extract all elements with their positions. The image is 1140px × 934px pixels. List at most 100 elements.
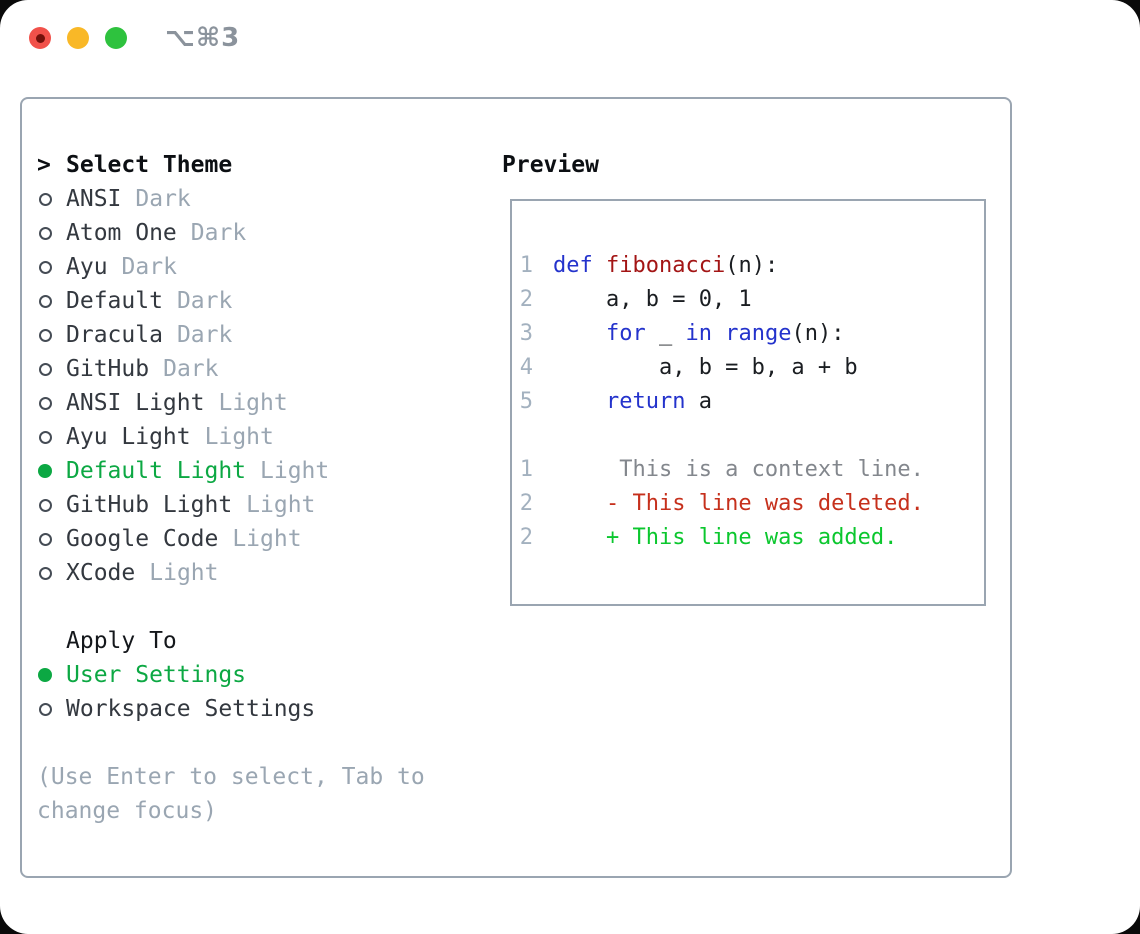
select-theme-title: Select Theme [66,152,233,178]
theme-variant-badge: Light [218,390,288,416]
apply-to-header: Apply To [37,624,502,658]
theme-variant-badge: Light [232,526,302,552]
code-line: 5 return a [519,385,984,419]
radio-icon [37,702,66,716]
code-text: return a [605,389,712,414]
theme-item-ansi-light[interactable]: ANSI Light Light [37,386,502,420]
code-line: 3 for _ in range(n): [519,317,984,351]
record-dot-icon [35,33,45,43]
line-number: 4 [519,355,533,380]
theme-variant-badge: Dark [135,186,191,212]
theme-item-atom-one[interactable]: Atom One Dark [37,216,502,250]
code-text: for _ in range(n): [605,321,845,346]
line-number: 2 [519,491,533,516]
theme-item-label: ANSI Light [66,390,205,416]
radio-selected-icon [37,668,66,682]
line-number: 2 [519,525,533,550]
radio-icon [37,396,66,410]
theme-item-label: GitHub [66,356,150,382]
theme-item-ansi[interactable]: ANSI Dark [37,182,502,216]
close-button[interactable] [29,27,51,49]
code-line: 1 def fibonacci(n): [519,249,984,283]
theme-item-ayu[interactable]: Ayu Dark [37,250,502,284]
select-theme-header: > Select Theme [37,148,502,182]
theme-variant-badge: Dark [163,356,219,382]
theme-variant-badge: Dark [176,322,233,348]
theme-item-google-code[interactable]: Google Code Light [37,522,502,556]
line-number: 2 [519,287,533,312]
apply-option-label: Workspace Settings [66,696,316,722]
code-line: 4 a, b = b, a + b [519,351,984,385]
minimize-button[interactable] [67,27,89,49]
theme-variant-badge: Dark [176,288,233,314]
radio-icon [37,532,66,546]
line-number [519,419,533,453]
theme-variant-badge: Dark [190,220,247,246]
code-line: 1 This is a context line. [519,453,984,487]
theme-item-label: ANSI [66,186,122,212]
theme-variant-badge: Light [204,424,274,450]
theme-item-label: Dracula [66,322,163,348]
apply-to-title: Apply To [66,628,177,654]
theme-item-default-light[interactable]: Default Light Light [37,454,502,488]
preview-title: Preview [502,152,599,178]
radio-icon [37,430,66,444]
theme-item-label: Default [66,288,163,314]
theme-variant-badge: Light [246,492,316,518]
hint-text: (Use Enter to select, Tab to change focu… [37,764,425,824]
code-text: + This line was added. [553,525,898,550]
theme-variant-badge: Light [149,560,219,586]
line-number: 5 [519,389,533,414]
theme-item-label: Default Light [66,458,247,484]
radio-icon [37,260,66,274]
titlebar: ⌥⌘3 [29,23,240,53]
code-text: - This line was deleted. [553,491,924,516]
apply-option-user-settings[interactable]: User Settings [37,658,502,692]
code-line [519,419,984,453]
theme-variant-badge: Dark [121,254,177,280]
theme-item-default[interactable]: Default Dark [37,284,502,318]
line-number: 1 [519,457,533,482]
apply-option-workspace-settings[interactable]: Workspace Settings [37,692,502,726]
theme-item-dracula[interactable]: Dracula Dark [37,318,502,352]
line-number: 1 [519,253,533,278]
theme-item-label: GitHub Light [66,492,233,518]
theme-variant-badge: Light [260,458,330,484]
line-number: 3 [519,321,533,346]
theme-item-label: XCode [66,560,136,586]
radio-icon [37,294,66,308]
radio-icon [37,226,66,240]
code-line: 2 - This line was deleted. [519,487,984,521]
code-text: def fibonacci(n): [553,253,779,278]
theme-item-label: Google Code [66,526,219,552]
theme-item-label: Ayu [66,254,108,280]
code-text: a, b = 0, 1 [553,287,752,312]
radio-icon [37,192,66,206]
radio-icon [37,362,66,376]
apply-option-label: User Settings [66,662,247,688]
theme-item-label: Atom One [66,220,177,246]
code-text: This is a context line. [553,457,924,482]
zoom-button[interactable] [105,27,127,49]
code-line: 2 + This line was added. [519,521,984,555]
theme-item-xcode[interactable]: XCode Light [37,556,502,590]
theme-item-label: Ayu Light [66,424,191,450]
theme-item-github-light[interactable]: GitHub Light Light [37,488,502,522]
code-text: a, b = b, a + b [553,355,858,380]
theme-item-ayu-light[interactable]: Ayu Light Light [37,420,502,454]
window-shortcut-label: ⌥⌘3 [165,23,241,53]
code-line: 2 a, b = 0, 1 [519,283,984,317]
radio-selected-icon [37,464,66,478]
theme-item-github[interactable]: GitHub Dark [37,352,502,386]
radio-icon [37,498,66,512]
radio-icon [37,566,66,580]
